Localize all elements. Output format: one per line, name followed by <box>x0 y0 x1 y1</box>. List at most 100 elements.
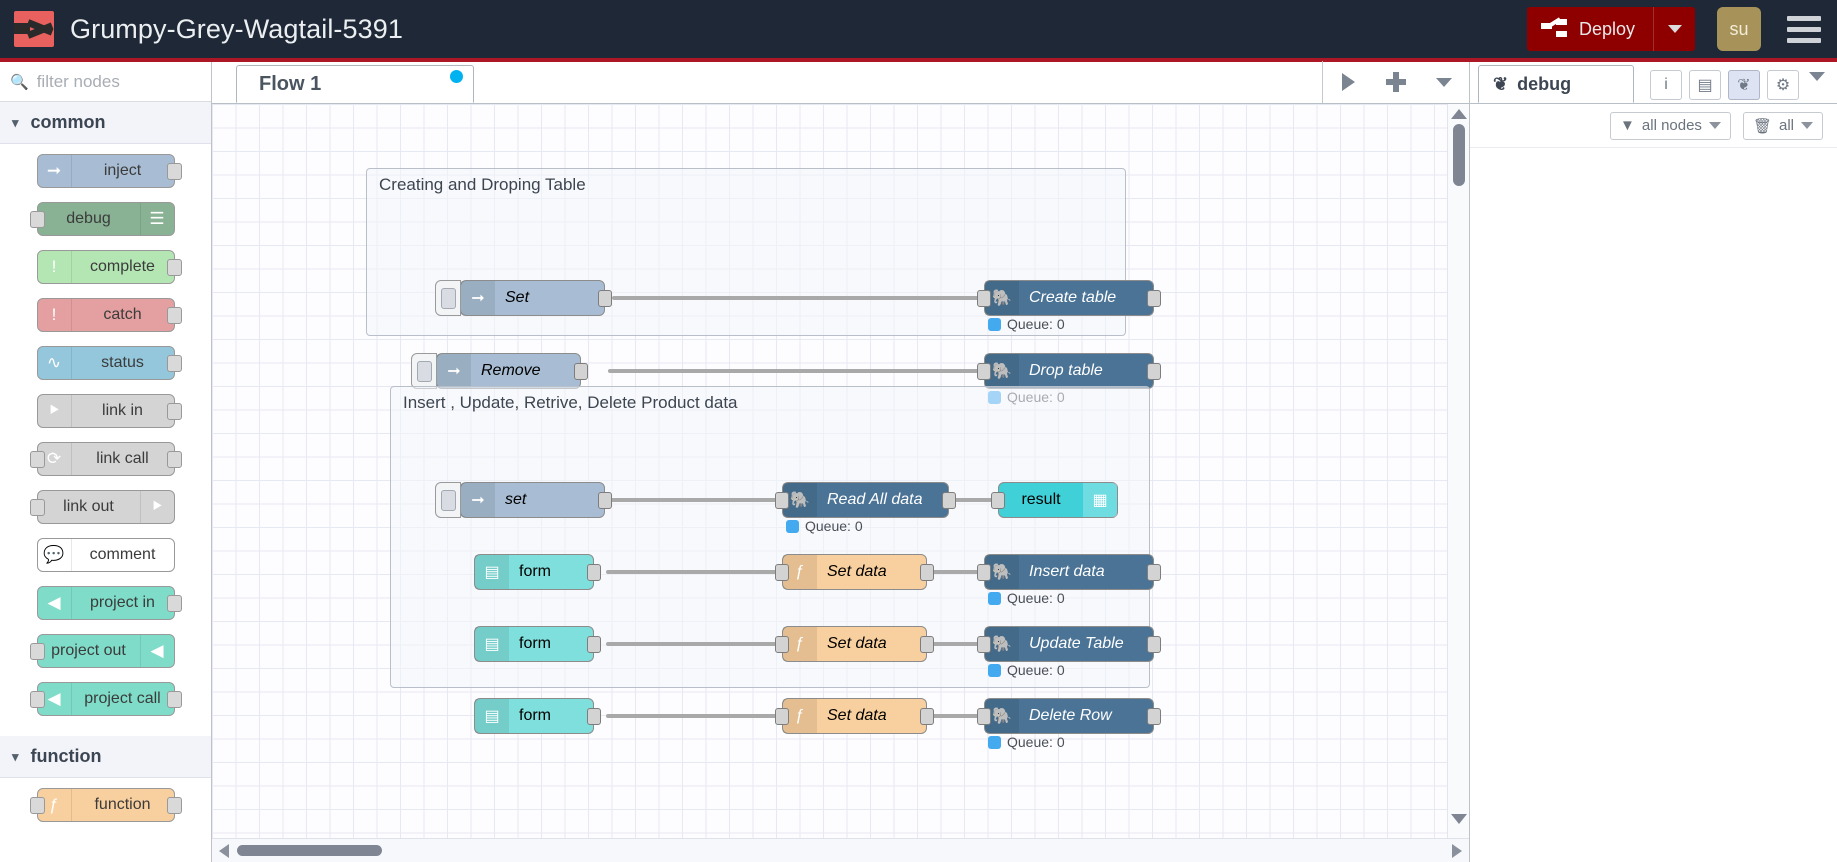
node-output-port[interactable] <box>166 595 182 612</box>
arrow-down-icon[interactable] <box>1450 814 1467 824</box>
node-input-port[interactable] <box>29 691 45 708</box>
arrow-left-icon[interactable] <box>219 843 229 858</box>
node-input-port[interactable] <box>775 636 789 653</box>
node-output-port[interactable] <box>166 163 182 180</box>
node-input-port[interactable] <box>977 636 991 653</box>
palette-search[interactable]: 🔍 <box>0 62 211 102</box>
node-output-port[interactable] <box>920 636 934 653</box>
node-input-port[interactable] <box>29 451 45 468</box>
node-input-port[interactable] <box>29 499 45 516</box>
vertical-scroll-thumb[interactable] <box>1452 124 1465 186</box>
node-input-port[interactable] <box>29 211 45 228</box>
palette-node-project-in[interactable]: ◀ project in <box>36 586 182 620</box>
node-insert-data[interactable]: 🐘 Insert data <box>977 554 1161 590</box>
node-input-port[interactable] <box>775 708 789 725</box>
debug-filter-button[interactable]: ▼ all nodes <box>1610 111 1731 140</box>
node-input-port[interactable] <box>29 797 45 814</box>
canvas-vertical-scrollbar[interactable] <box>1447 104 1469 840</box>
node-output-port[interactable] <box>587 636 601 653</box>
node-remove-inject[interactable]: ➞ Remove <box>411 353 588 389</box>
node-form-insert[interactable]: ▤ form <box>474 554 601 590</box>
node-set-data-insert[interactable]: ƒ Set data <box>775 554 934 590</box>
debug-message-list[interactable] <box>1470 148 1837 838</box>
canvas-horizontal-scrollbar[interactable] <box>212 838 1469 862</box>
tab-flow-1[interactable]: Flow 1 <box>236 65 474 103</box>
node-input-port[interactable] <box>977 290 991 307</box>
book-icon[interactable]: ▤ <box>1689 70 1721 100</box>
node-input-port[interactable] <box>775 564 789 581</box>
node-form-update[interactable]: ▤ form <box>474 626 601 662</box>
palette-node-inject[interactable]: ➞ inject <box>36 154 182 188</box>
node-output-port[interactable] <box>166 259 182 276</box>
palette-category-function[interactable]: ▾ function <box>0 736 211 778</box>
node-input-port[interactable] <box>29 643 45 660</box>
node-update-table[interactable]: 🐘 Update Table <box>977 626 1161 662</box>
node-output-port[interactable] <box>587 708 601 725</box>
palette-node-link-in[interactable]: ⯈ link in <box>36 394 182 428</box>
flow-menu-button[interactable] <box>1427 67 1461 97</box>
debug-clear-button[interactable]: 🗑 all <box>1742 111 1823 140</box>
node-output-port[interactable] <box>574 363 588 380</box>
palette-category-common[interactable]: ▾ common <box>0 102 211 144</box>
palette-node-complete[interactable]: ! complete <box>36 250 182 284</box>
node-delete-row[interactable]: 🐘 Delete Row <box>977 698 1161 734</box>
info-icon[interactable]: i <box>1650 70 1682 100</box>
tab-debug[interactable]: ❦ debug <box>1478 65 1634 103</box>
node-set-inject-2[interactable]: ➞ set <box>435 482 612 518</box>
flow-canvas[interactable]: Creating and Droping Table ➞ Set 🐘 Creat… <box>212 104 1469 862</box>
node-output-port[interactable] <box>166 691 182 708</box>
node-read-all-data[interactable]: 🐘 Read All data <box>775 482 956 518</box>
avatar[interactable]: su <box>1717 7 1761 51</box>
sidebar-more-button[interactable] <box>1809 72 1825 99</box>
palette-node-status[interactable]: ∿ status <box>36 346 182 380</box>
inject-trigger-button[interactable] <box>411 353 437 389</box>
inject-trigger-button[interactable] <box>435 280 461 316</box>
deploy-button[interactable]: Deploy <box>1526 7 1653 51</box>
node-set-inject[interactable]: ➞ Set <box>435 280 612 316</box>
horizontal-scroll-thumb[interactable] <box>237 845 382 856</box>
run-flow-button[interactable] <box>1331 67 1365 97</box>
arrow-up-icon[interactable] <box>1450 109 1467 119</box>
node-output-port[interactable] <box>598 290 612 307</box>
node-result-table[interactable]: result ▦ <box>991 482 1118 518</box>
node-drop-table[interactable]: 🐘 Drop table <box>977 353 1161 389</box>
palette-node-catch[interactable]: ! catch <box>36 298 182 332</box>
node-output-port[interactable] <box>1147 636 1161 653</box>
deploy-options-button[interactable] <box>1653 7 1695 51</box>
palette-node-link-out[interactable]: link out ⯈ <box>29 490 175 524</box>
node-output-port[interactable] <box>1147 708 1161 725</box>
node-input-port[interactable] <box>977 363 991 380</box>
palette-node-debug[interactable]: debug ☰ <box>29 202 175 236</box>
gear-icon[interactable]: ⚙ <box>1767 70 1799 100</box>
node-output-port[interactable] <box>587 564 601 581</box>
node-input-port[interactable] <box>977 708 991 725</box>
node-set-data-update[interactable]: ƒ Set data <box>775 626 934 662</box>
node-output-port[interactable] <box>920 564 934 581</box>
node-input-port[interactable] <box>775 492 789 509</box>
inject-trigger-button[interactable] <box>435 482 461 518</box>
palette-node-comment[interactable]: 💬 comment <box>36 538 175 572</box>
palette-node-link-call[interactable]: ⟳ link call <box>29 442 182 476</box>
node-input-port[interactable] <box>991 492 1005 509</box>
search-input[interactable] <box>36 71 201 92</box>
node-output-port[interactable] <box>1147 290 1161 307</box>
node-set-data-delete[interactable]: ƒ Set data <box>775 698 934 734</box>
node-output-port[interactable] <box>920 708 934 725</box>
node-output-port[interactable] <box>166 451 182 468</box>
arrow-right-icon[interactable] <box>1452 843 1462 858</box>
node-output-port[interactable] <box>1147 564 1161 581</box>
node-output-port[interactable] <box>166 797 182 814</box>
hamburger-menu-icon[interactable] <box>1787 15 1821 43</box>
node-output-port[interactable] <box>166 403 182 420</box>
bug-icon[interactable]: ❦ <box>1728 70 1760 100</box>
palette-node-project-call[interactable]: ◀ project call <box>29 682 182 716</box>
node-output-port[interactable] <box>942 492 956 509</box>
node-output-port[interactable] <box>598 492 612 509</box>
node-input-port[interactable] <box>977 564 991 581</box>
node-output-port[interactable] <box>166 355 182 372</box>
node-form-delete[interactable]: ▤ form <box>474 698 601 734</box>
palette-node-project-out[interactable]: project out ◀ <box>29 634 175 668</box>
add-flow-button[interactable] <box>1379 67 1413 97</box>
node-output-port[interactable] <box>1147 363 1161 380</box>
node-create-table[interactable]: 🐘 Create table <box>977 280 1161 316</box>
